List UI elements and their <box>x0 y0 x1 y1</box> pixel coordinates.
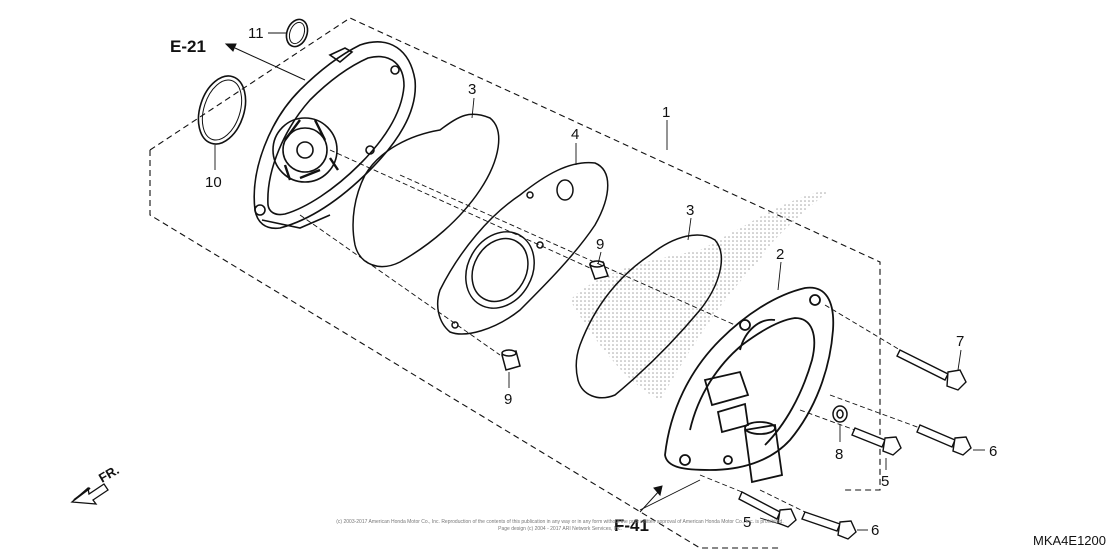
o-ring-10 <box>197 75 247 145</box>
diagram-code: MKA4E1200 <box>1033 533 1106 548</box>
callout-9-lower: 9 <box>504 391 512 408</box>
callout-11: 11 <box>248 25 264 42</box>
callout-numbers: 11 10 3 4 1 3 2 9 9 7 6 8 5 5 6 <box>205 25 997 539</box>
stipple-area <box>570 190 830 400</box>
assembly-frame <box>149 17 881 549</box>
copyright-notice: (c) 2003-2017 American Honda Motor Co., … <box>300 519 820 533</box>
callout-6-upper: 6 <box>989 443 997 460</box>
callout-5-lower: 5 <box>743 514 751 531</box>
bolt-6-upper <box>916 424 972 456</box>
bolt-5-upper <box>851 427 902 456</box>
ref-f41: F-41 <box>614 516 649 535</box>
copyright-line-1: (c) 2003-2017 American Honda Motor Co., … <box>336 519 784 525</box>
leader-lines <box>214 32 985 531</box>
front-arrow-icon: FR. <box>70 462 122 505</box>
callout-8: 8 <box>835 446 843 463</box>
callout-7: 7 <box>956 333 964 350</box>
washer-8 <box>832 405 848 423</box>
ref-arrow-f41 <box>639 485 663 513</box>
callout-1: 1 <box>662 104 670 121</box>
callout-10: 10 <box>205 174 222 191</box>
dowel-pin-9-lower <box>501 349 521 371</box>
bolt-6-lower <box>801 511 857 540</box>
water-pump-cover-2 <box>664 286 835 484</box>
callout-5-upper: 5 <box>881 473 889 490</box>
ref-arrow-e21 <box>224 43 306 81</box>
gasket-4 <box>437 161 609 335</box>
bolt-5-lower <box>738 491 797 528</box>
callout-9-upper: 9 <box>596 236 604 253</box>
callout-6-lower: 6 <box>871 522 879 539</box>
gasket-3-lower <box>575 234 723 399</box>
o-ring-11 <box>285 18 309 48</box>
bolt-7 <box>896 349 967 391</box>
callout-2: 2 <box>776 246 784 263</box>
callout-4: 4 <box>571 126 579 143</box>
callout-3-upper: 3 <box>468 81 476 98</box>
callout-3-lower: 3 <box>686 202 694 219</box>
ref-e21: E-21 <box>170 37 206 56</box>
gasket-3-upper <box>352 113 500 268</box>
water-pump-body <box>253 41 417 230</box>
bolt-axis-lines <box>299 149 921 513</box>
copyright-line-2: Page design (c) 2004 - 2017 ARI Network … <box>498 526 622 532</box>
front-label: FR. <box>96 462 122 485</box>
